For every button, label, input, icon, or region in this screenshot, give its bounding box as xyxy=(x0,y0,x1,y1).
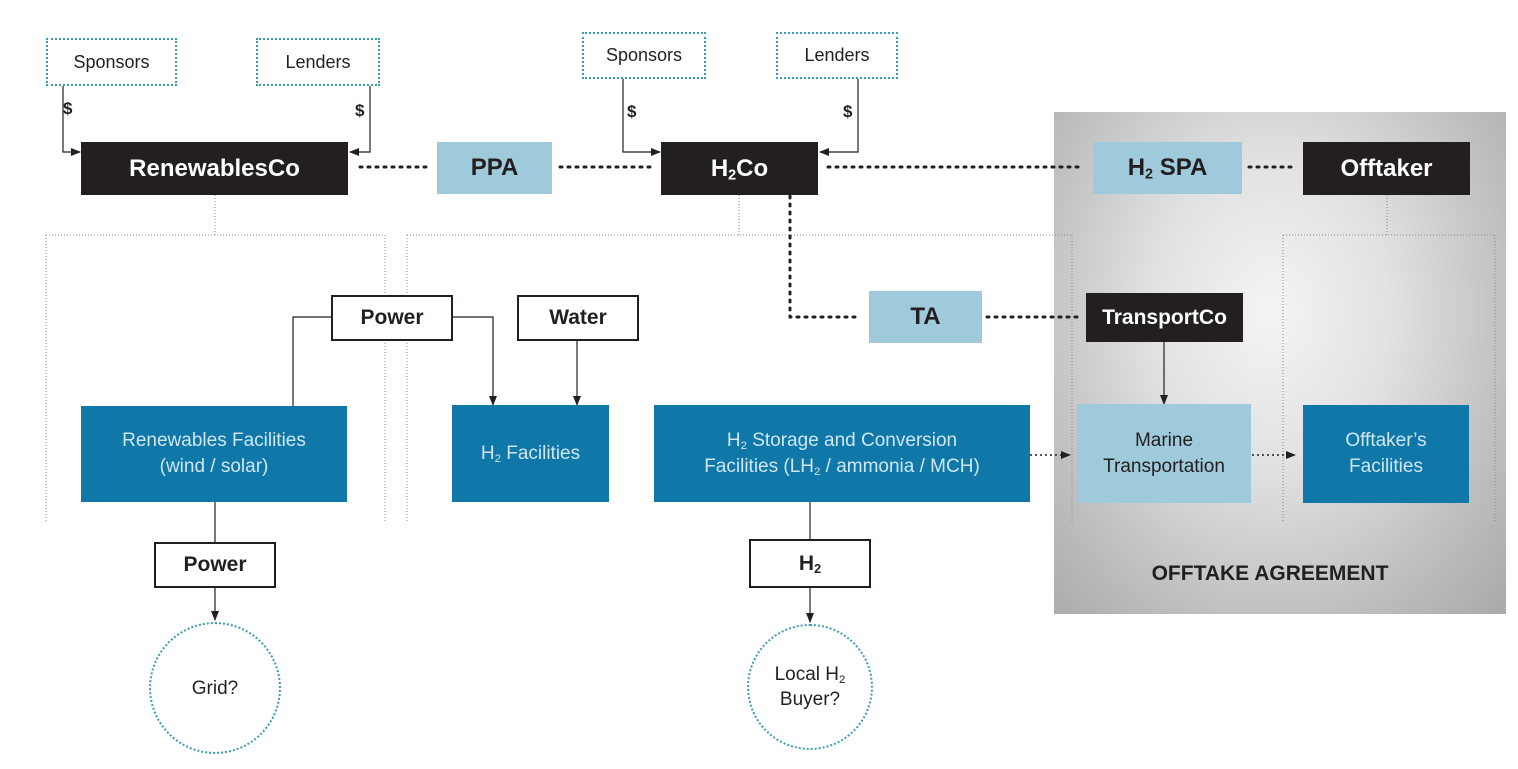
storage-conversion-line1: H2 Storage and Conversion xyxy=(726,429,958,452)
lenders-left-box: Lenders xyxy=(256,38,380,86)
h2-facilities-label: H2 Facilities xyxy=(480,442,581,465)
renewablesco-label: RenewablesCo xyxy=(129,154,300,182)
power-input-box: Power xyxy=(331,295,453,341)
local-h2-buyer-line1: Local H2 xyxy=(774,664,846,686)
local-h2-buyer-line2: Buyer? xyxy=(779,689,841,710)
h2-facilities-box: H2 Facilities xyxy=(452,405,609,502)
lenders-mid-label: Lenders xyxy=(804,45,870,65)
power-to-renewables-line xyxy=(292,316,331,406)
lenders-mid-box: Lenders xyxy=(776,32,898,79)
offtaker-label: Offtaker xyxy=(1340,154,1433,182)
lenders-left-funding-line xyxy=(349,84,371,156)
dollar-sign-lenders-mid: $ xyxy=(843,102,853,121)
transportco-label: TransportCo xyxy=(1102,305,1227,329)
ppa-label: PPA xyxy=(470,154,519,181)
dollar-sign-sponsors-mid: $ xyxy=(627,102,637,121)
h2-spa-label: H2 SPA xyxy=(1127,154,1208,183)
sponsors-mid-funding-line xyxy=(622,77,661,156)
ppa-box: PPA xyxy=(437,142,552,194)
water-input-label: Water xyxy=(549,306,607,329)
sponsors-left-label: Sponsors xyxy=(73,51,150,72)
grid-label: Grid? xyxy=(191,677,239,699)
power-to-h2-facilities-line xyxy=(453,316,497,406)
lenders-left-label: Lenders xyxy=(285,51,351,72)
renewables-facilities-box: Renewables Facilities (wind / solar) xyxy=(81,406,347,502)
offtaker-scope-line xyxy=(1282,195,1496,522)
marine-transportation-line1: Marine xyxy=(1134,429,1194,451)
renewablesco-box: RenewablesCo xyxy=(81,142,348,195)
renewables-facilities-line2: (wind / solar) xyxy=(159,456,269,477)
offtaker-facilities-box: Offtaker’s Facilities xyxy=(1303,405,1469,503)
sponsors-left-box: Sponsors xyxy=(46,38,177,86)
renewables-facilities-line1: Renewables Facilities xyxy=(122,430,306,451)
ta-box: TA xyxy=(869,291,982,343)
marine-transportation-box: Marine Transportation xyxy=(1077,404,1251,503)
h2co-ta-link xyxy=(788,194,862,319)
water-input-box: Water xyxy=(517,295,639,341)
offtake-agreement-label: OFFTAKE AGREEMENT xyxy=(1151,562,1389,585)
storage-conversion-line2: Facilities (LH2 / ammonia / MCH) xyxy=(704,455,980,478)
lenders-mid-funding-line xyxy=(819,77,859,156)
h2co-scope-line xyxy=(406,195,1073,522)
dollar-sign-lenders-left: $ xyxy=(355,101,365,120)
dollar-sign-sponsors-left: $ xyxy=(63,99,73,118)
h2-output-box: H2 xyxy=(749,539,871,588)
grid-circle: Grid? xyxy=(149,622,281,754)
h2co-label: H2Co xyxy=(710,154,769,184)
transportco-box: TransportCo xyxy=(1086,293,1243,342)
h2-output-label: H2 xyxy=(798,551,822,576)
power-output-box: Power xyxy=(154,542,276,588)
offtaker-facilities-line1: Offtaker’s xyxy=(1345,430,1427,451)
offtaker-box: Offtaker xyxy=(1303,142,1470,195)
renewables-scope-line xyxy=(45,195,386,522)
ta-label: TA xyxy=(910,303,941,330)
storage-conversion-facilities-box: H2 Storage and Conversion Facilities (LH… xyxy=(654,405,1030,502)
h2co-box: H2Co xyxy=(661,142,818,195)
sponsors-mid-box: Sponsors xyxy=(582,32,706,79)
offtaker-facilities-line2: Facilities xyxy=(1349,456,1423,477)
local-h2-buyer-circle: Local H2 Buyer? xyxy=(747,624,873,750)
offtake-agreement-region xyxy=(1054,112,1506,614)
marine-transportation-line2: Transportation xyxy=(1103,455,1225,477)
sponsors-mid-label: Sponsors xyxy=(605,45,683,65)
power-output-label: Power xyxy=(183,553,247,576)
sponsors-left-funding-line xyxy=(62,84,81,156)
power-input-label: Power xyxy=(360,306,424,329)
h2-spa-box: H2 SPA xyxy=(1093,142,1242,194)
